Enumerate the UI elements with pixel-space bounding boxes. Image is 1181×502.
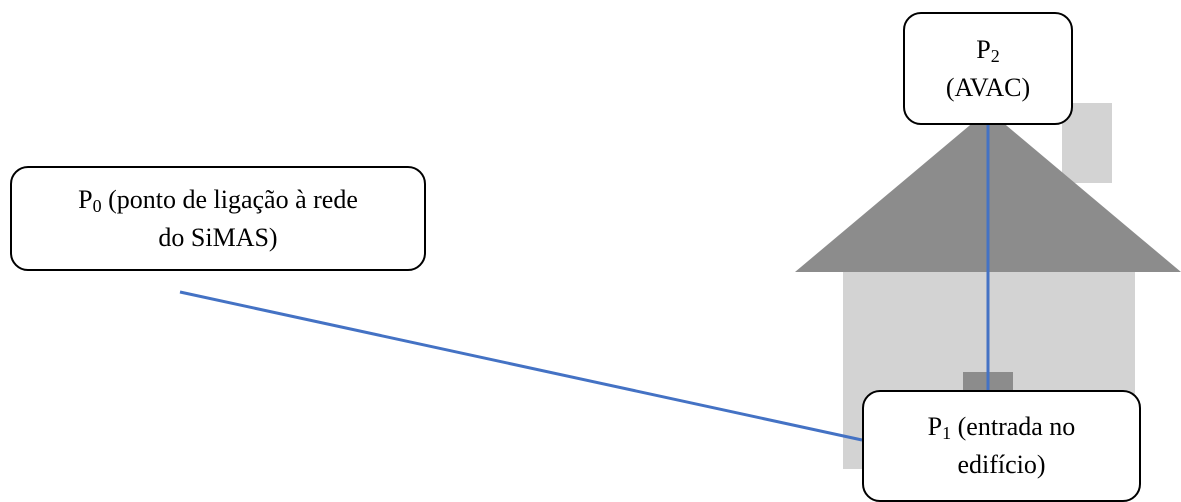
node-p1-index: 1	[942, 423, 952, 443]
node-p2-symbol: P	[976, 34, 991, 64]
node-p2-avac: P2 (AVAC)	[903, 12, 1073, 125]
node-p0-text-line1: (ponto de ligação à rede	[101, 184, 358, 214]
node-p0-symbol: P	[78, 184, 93, 214]
node-p0-line1: P0 (ponto de ligação à rede	[78, 184, 358, 222]
node-p0-connection-point: P0 (ponto de ligação à rede do SiMAS)	[10, 166, 426, 271]
node-p2-line1: P2	[946, 34, 1030, 72]
connection-line-p0-p1	[179, 290, 863, 442]
node-p1-line1: P1 (entrada no	[928, 411, 1076, 449]
node-p2-text-line2: (AVAC)	[945, 72, 1031, 102]
node-p0-text-line2: do SiMAS)	[158, 222, 278, 252]
node-p1-text-line1: (entrada no	[951, 412, 1076, 441]
node-p2-index: 2	[990, 45, 1000, 66]
node-p1-text-line2: edifício)	[957, 450, 1046, 479]
node-p0-index: 0	[92, 195, 102, 216]
node-p1-symbol: P	[927, 412, 943, 441]
node-p1-building-entry: P1 (entrada no edifício)	[862, 390, 1141, 502]
